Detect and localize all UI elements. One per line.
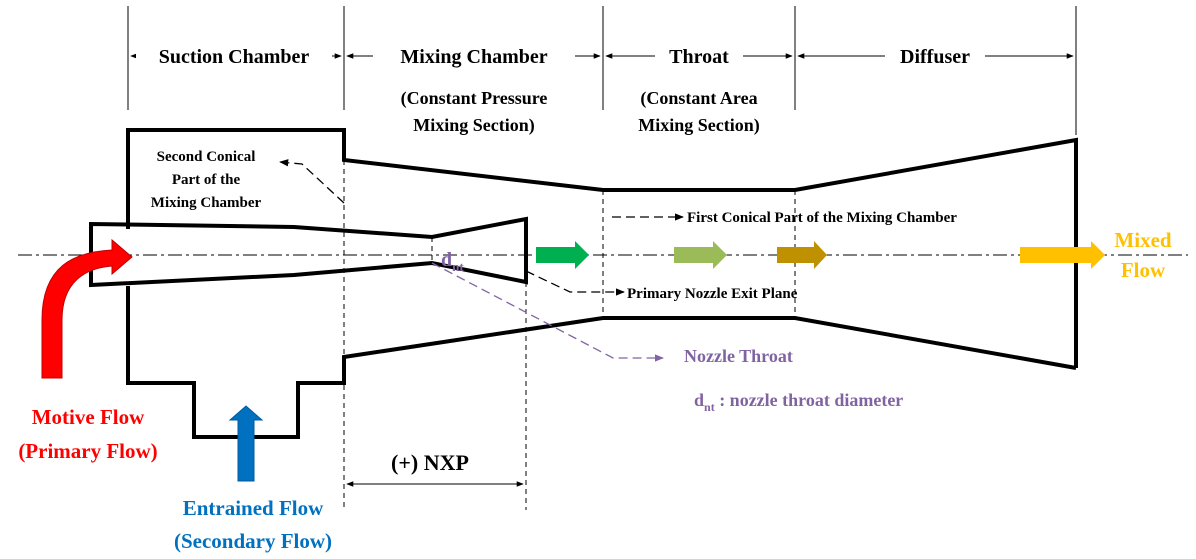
dnt-legend: dnt : nozzle throat diameter — [694, 390, 903, 414]
nozzle-exit-plane-label: Primary Nozzle Exit Plane — [627, 286, 798, 302]
upper-wall — [126, 128, 1078, 368]
entrained-flow-label-1: Entrained Flow — [183, 496, 324, 520]
flow-arrow-olive — [777, 241, 827, 269]
mixed-flow-label-2: Flow — [1121, 258, 1166, 282]
primary-nozzle — [89, 216, 528, 288]
mixing-chamber-subtitle-1: (Constant Pressure — [401, 88, 548, 109]
mixing-chamber-subtitle-2: Mixing Section) — [413, 115, 535, 136]
second-conical-label-2: Part of the — [172, 172, 241, 188]
throat-label: Throat — [669, 46, 729, 68]
motive-flow-arrow — [41, 238, 133, 379]
motive-flow-label-1: Motive Flow — [32, 405, 145, 429]
entrained-flow-label-2: (Secondary Flow) — [174, 529, 332, 553]
throat-subtitle-2: Mixing Section) — [638, 115, 760, 136]
diffuser-label: Diffuser — [900, 46, 970, 68]
nozzle-exit-leader — [525, 270, 625, 296]
mixed-flow-label-1: Mixed — [1114, 228, 1171, 252]
second-conical-label-1: Second Conical — [157, 149, 256, 165]
suction-chamber-label: Suction Chamber — [159, 46, 310, 68]
first-conical-label: First Conical Part of the Mixing Chamber — [687, 210, 957, 226]
throat-subtitle-1: (Constant Area — [640, 88, 757, 109]
entrained-flow-arrow — [228, 405, 264, 482]
flow-arrow-yellow — [1020, 241, 1105, 269]
nxp-label: (+) NXP — [391, 450, 469, 475]
flow-arrow-lightgreen — [674, 241, 727, 269]
leader-lines — [279, 159, 684, 296]
reference-dashed-lines — [343, 160, 796, 510]
internal-flow-arrows — [536, 241, 1105, 269]
dnt-symbol: dnt — [441, 249, 464, 274]
motive-flow-label-2: (Primary Flow) — [18, 439, 157, 463]
second-conical-label-3: Mixing Chamber — [151, 195, 262, 211]
lower-wall — [126, 286, 1077, 439]
section-label-backings — [136, 43, 985, 69]
section-boundaries — [127, 6, 1077, 135]
second-conical-leader — [279, 159, 345, 204]
nozzle-throat-leader — [431, 262, 664, 362]
mixing-chamber-label: Mixing Chamber — [400, 46, 547, 68]
flow-arrow-green — [536, 241, 589, 269]
nozzle-throat-label: Nozzle Throat — [684, 346, 793, 366]
